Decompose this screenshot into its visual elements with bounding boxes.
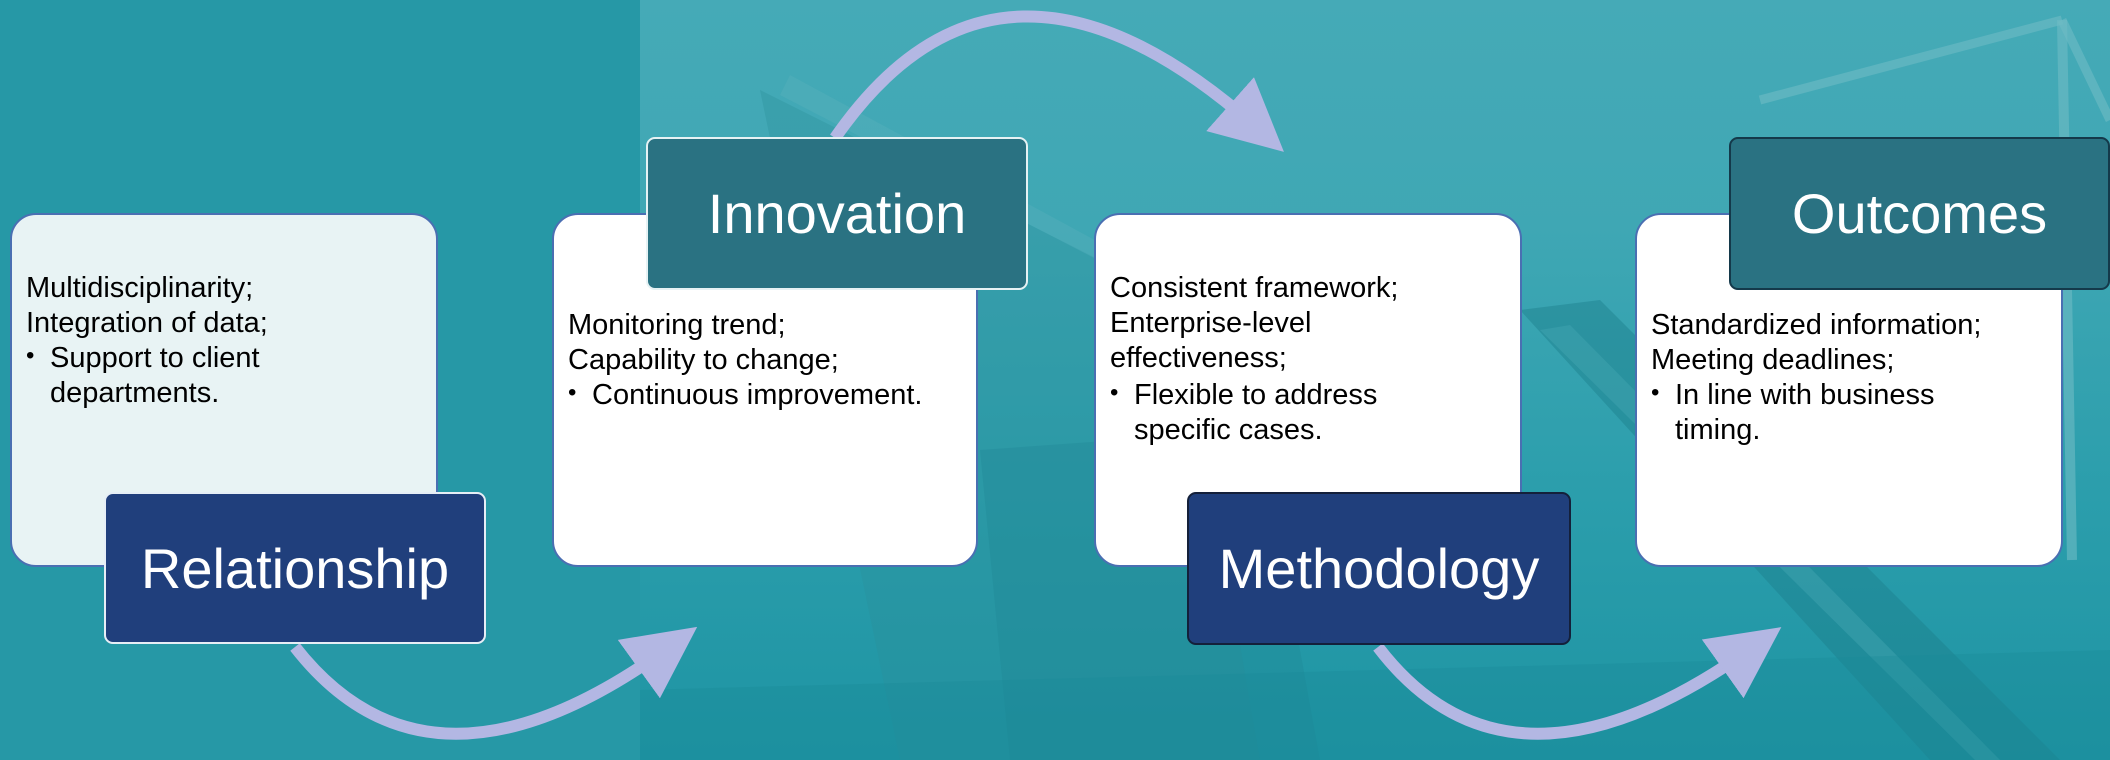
card-line: Meeting deadlines; [1651,344,1895,376]
arrow-relationship-to-innovation [290,626,698,740]
card-line: Monitoring trend; [568,309,786,341]
stage-label-outcomes: Outcomes [1729,137,2110,290]
card-bullet-item: • Support to client departments. [26,341,422,411]
bullet-dot: • [1110,379,1119,406]
bullet-dot: • [1651,379,1660,406]
bullet-text: Flexible to address specific cases. [1134,379,1378,446]
card-line: Integration of data; [26,307,268,339]
card-line: Enterprise-level effectiveness; [1110,307,1312,374]
card-line: Capability to change; [568,344,839,376]
bullet-text: In line with business timing. [1675,379,1935,446]
stage-label-innovation: Innovation [646,137,1028,290]
card-line: Multidisciplinarity; [26,272,254,304]
stage-label-methodology: Methodology [1187,492,1571,645]
arrow-methodology-to-outcomes [1373,627,1782,740]
arrow-innovation-to-methodology [830,10,1284,152]
card-line: Standardized information; [1651,309,1982,341]
stage-label-relationship: Relationship [104,492,486,644]
bullet-dot: • [568,379,577,406]
bullet-text: Support to client departments. [50,342,260,409]
card-bullet-item: • In line with business timing. [1651,378,2047,448]
card-bullet-item: • Continuous improvement. [568,378,962,413]
card-bullet-item: • Flexible to address specific cases. [1110,378,1506,448]
bullet-dot: • [26,342,35,369]
card-line: Consistent framework; [1110,272,1399,304]
bullet-text: Continuous improvement. [592,379,923,411]
